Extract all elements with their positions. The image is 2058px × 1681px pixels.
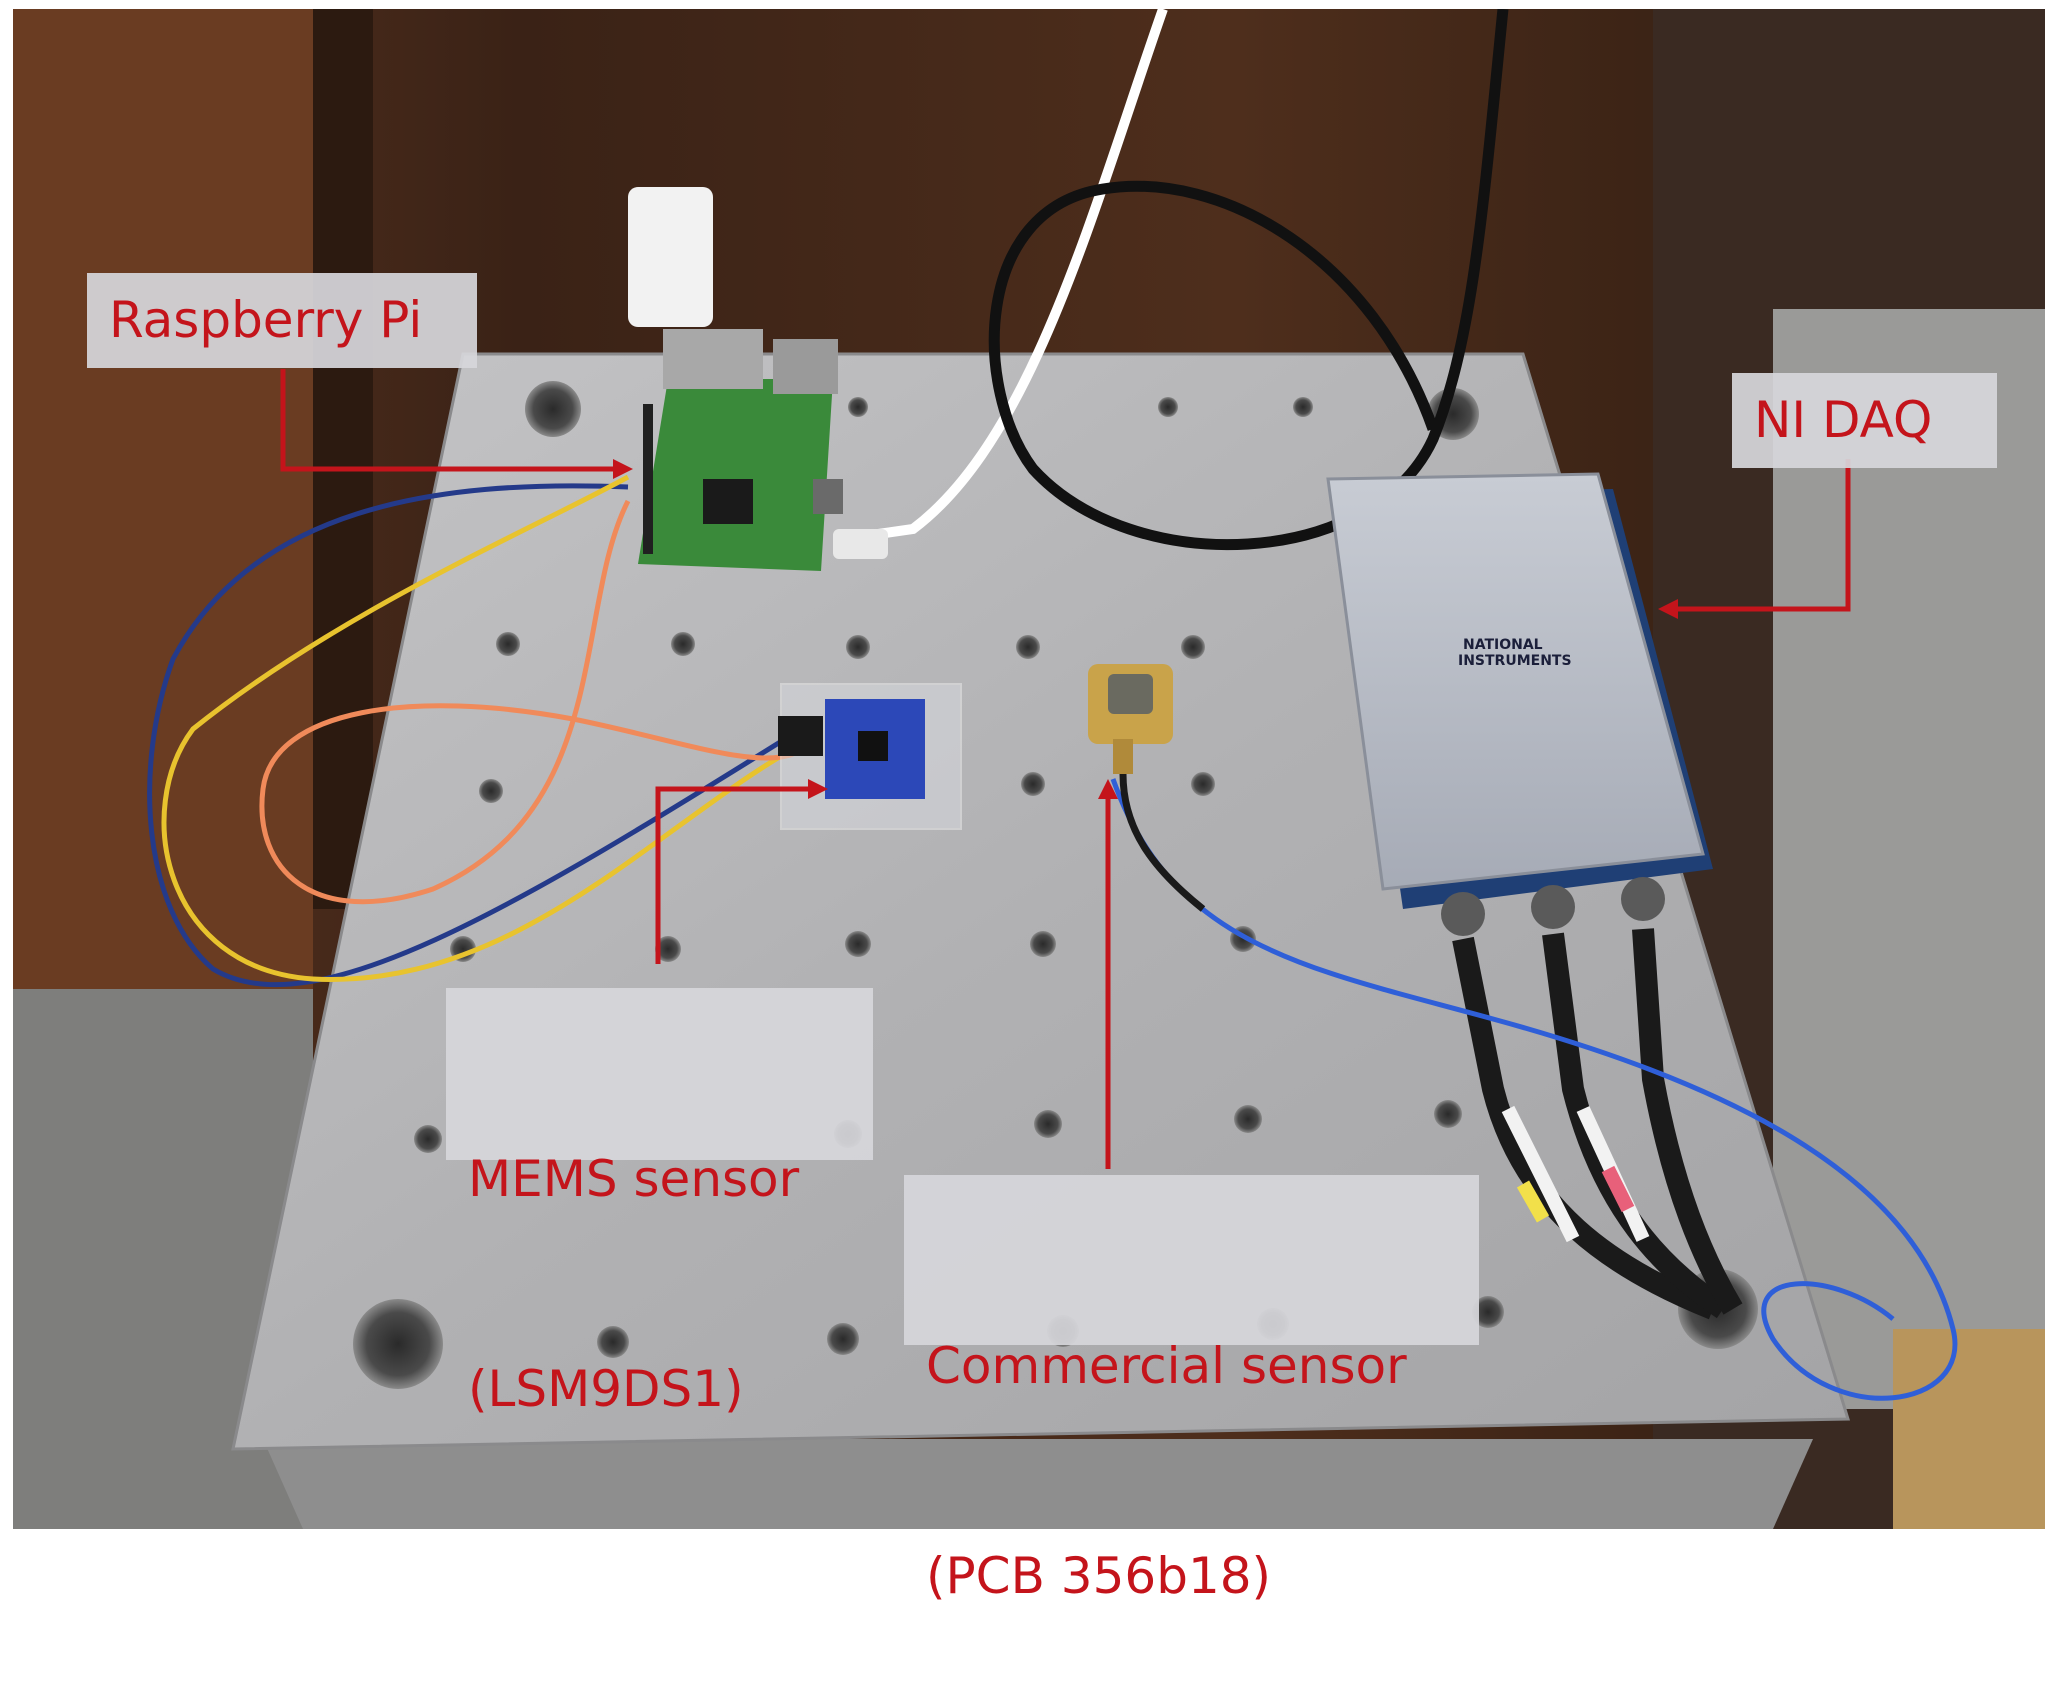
mems-label-line1: MEMS sensor xyxy=(468,1150,800,1208)
ni-daq-arrow xyxy=(1678,459,1851,612)
label-raspberry-pi: Raspberry Pi xyxy=(87,273,477,368)
daq-brand-line2: INSTRUMENTS xyxy=(1458,653,1572,669)
daq-brand-line1: NATIONAL xyxy=(1463,637,1543,653)
label-mems-sensor: MEMS sensor (LSM9DS1) xyxy=(446,988,873,1418)
commercial-label-line1: Commercial sensor xyxy=(926,1337,1407,1395)
ni-daq-device: NATIONAL INSTRUMENTS xyxy=(1326,472,1713,936)
label-commercial-sensor: Commercial sensor (PCB 356b18) xyxy=(904,1175,1479,1605)
usb-cables xyxy=(842,9,1509,551)
raspberry-pi-board xyxy=(628,187,888,571)
raspberry-pi-arrow xyxy=(280,369,613,472)
wooden-background xyxy=(13,9,2045,1529)
annotation-arrows xyxy=(280,369,1851,1169)
bnc-cables xyxy=(1452,928,1743,1320)
commercial-sensor xyxy=(1088,664,1206,912)
jumper-wires xyxy=(147,474,795,988)
mems-sensor xyxy=(778,683,962,830)
mems-arrow xyxy=(655,786,808,964)
commercial-label-line2: (PCB 356b18) xyxy=(926,1547,1272,1605)
mems-label-line2: (LSM9DS1) xyxy=(468,1360,744,1418)
label-ni-daq: NI DAQ xyxy=(1732,373,1997,468)
sensor-cable xyxy=(1110,778,1958,1401)
base-stand xyxy=(263,1439,1813,1529)
setup-photo: NATIONAL INSTRUMENTS xyxy=(13,9,2045,1529)
